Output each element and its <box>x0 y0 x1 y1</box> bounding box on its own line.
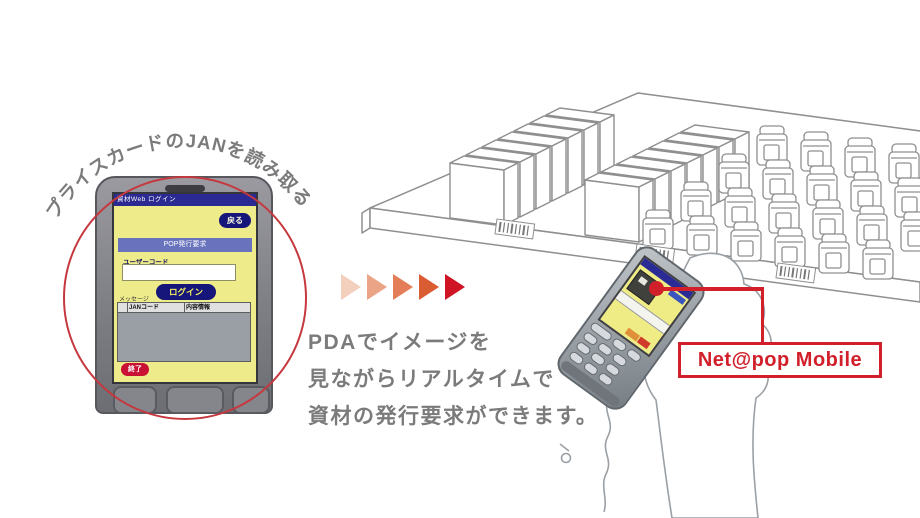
pda-inset-screen: 資材Web ログイン 戻る POP発行要求 ユーザーコード ログイン メッセージ… <box>112 192 258 384</box>
speaker-grille-icon <box>165 185 205 192</box>
held-screen-button <box>636 336 651 350</box>
description-text: PDAでイメージを 見ながらリアルタイムで 資材の発行要求ができます。 <box>308 324 598 435</box>
arrow-icon <box>419 274 439 300</box>
section-header: POP発行要求 <box>118 238 252 252</box>
callout-connector <box>760 287 764 344</box>
arrow-icon <box>393 274 413 300</box>
hardware-key[interactable] <box>232 386 270 414</box>
table-header-row: JANコード 内容情報 <box>117 302 251 313</box>
hardware-key[interactable] <box>113 386 157 414</box>
message-label: メッセージ <box>119 297 149 303</box>
arrow-icon <box>445 274 465 300</box>
pda-inset: 資材Web ログイン 戻る POP発行要求 ユーザーコード ログイン メッセージ… <box>95 176 273 414</box>
login-button[interactable]: ログイン <box>156 284 216 300</box>
flow-arrows <box>341 274 465 300</box>
hardware-key[interactable] <box>166 386 224 414</box>
table-header-cell <box>117 302 128 313</box>
table-body <box>117 313 251 362</box>
arrow-icon <box>367 274 387 300</box>
result-table: JANコード 内容情報 <box>117 302 251 362</box>
description-line: PDAでイメージを <box>308 331 492 354</box>
screen-titlebar: 資材Web ログイン <box>114 194 256 206</box>
table-header-cell: 内容情報 <box>185 302 251 313</box>
back-button[interactable]: 戻る <box>219 213 251 228</box>
callout-connector <box>657 287 764 291</box>
description-line: 見ながらリアルタイムで <box>308 368 555 391</box>
exit-button[interactable]: 終了 <box>121 363 149 376</box>
table-header-cell: JANコード <box>128 302 185 313</box>
arrow-icon <box>341 274 361 300</box>
callout-dot-icon <box>649 281 664 296</box>
description-line: 資材の発行要求ができます。 <box>308 405 599 428</box>
user-code-label: ユーザーコード <box>123 259 169 266</box>
user-code-input[interactable] <box>122 264 236 281</box>
hand-strap <box>559 394 612 513</box>
callout-label: Net@pop Mobile <box>697 348 863 371</box>
callout-label-box: Net@pop Mobile <box>678 342 882 378</box>
shelf-boxes <box>449 107 750 243</box>
